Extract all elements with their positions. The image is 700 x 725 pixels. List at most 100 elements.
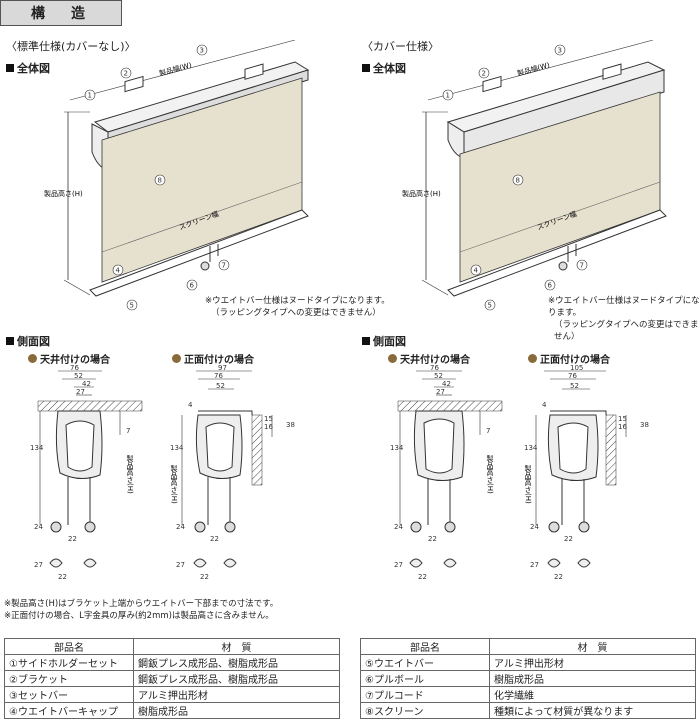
table-header-row: 部品名 材 質 <box>360 638 696 655</box>
bullet-dot-icon <box>388 354 397 363</box>
side-height-label: 製品高さ(H) <box>486 454 494 494</box>
square-bullet-icon <box>362 64 370 72</box>
parts-table-left: 部品名 材 質 ①サイドホルダーセット鋼鈑プレス成形品、樹脂成形品 ②ブラケット… <box>4 638 340 719</box>
table-row: ③セットバーアルミ押出形材 <box>4 686 340 703</box>
marker-6 <box>186 279 198 291</box>
side-view-ceiling-cover: 76 52 42 27 134 7 24 22 27 22 製品高さ(H) <box>390 365 503 581</box>
marker-8-label: 8 <box>158 177 162 185</box>
table-row: ⑧スクリーン種類によって材質が異なります <box>360 702 696 719</box>
dim-label: 4 <box>542 401 547 409</box>
dim-label: 15 <box>264 415 273 423</box>
bullet-dot-icon <box>172 354 181 363</box>
dim-label: 16 <box>618 423 627 431</box>
width-label: 製品幅(W) <box>158 60 193 78</box>
overall-heading-right: 全体図 <box>362 60 406 76</box>
side-view-wall-cover: 105 76 52 4 15 16 38 134 24 22 27 22 製品高… <box>524 365 649 581</box>
dim-label: 22 <box>68 535 77 543</box>
marker-6 <box>544 279 556 291</box>
dim-label: 24 <box>176 523 185 531</box>
side-heading-right: 側面図 <box>362 333 406 349</box>
dim-label: 97 <box>218 365 227 372</box>
marker-2-label: 2 <box>482 70 486 78</box>
marker-1 <box>84 89 96 101</box>
dim-label: 76 <box>70 365 79 372</box>
marker-7 <box>218 259 230 271</box>
dim-label: 27 <box>394 561 403 569</box>
footnote-1: ※製品高さ(H)はブラケット上端からウエイトバー下部までの寸法です。 <box>4 599 279 609</box>
dim-label: 42 <box>82 380 91 388</box>
dim-label: 24 <box>394 523 403 531</box>
dim-label: 27 <box>76 388 85 396</box>
dim-label: 52 <box>216 382 225 390</box>
dim-label: 134 <box>30 444 44 452</box>
height-label: 製品高さ(H) <box>44 189 83 198</box>
overall-diagram-cover: 1 2 3 8 4 5 6 7 製品幅(W) 製品高さ(H) スクリーン幅 <box>402 40 667 311</box>
dim-label: 22 <box>418 573 427 581</box>
marker-4 <box>112 264 124 276</box>
variant-title-standard: 〈標準仕様(カバーなし)〉 <box>6 40 136 53</box>
table-row: ④ウエイトバーキャップ樹脂成形品 <box>4 702 340 719</box>
table-row: ①サイドホルダーセット鋼鈑プレス成形品、樹脂成形品 <box>4 654 340 671</box>
marker-2 <box>478 67 490 79</box>
marker-4 <box>470 264 482 276</box>
dim-label: 22 <box>428 535 437 543</box>
variant-title-cover: 〈カバー仕様〉 <box>362 40 439 53</box>
marker-4-label: 4 <box>116 267 121 275</box>
marker-2 <box>120 67 132 79</box>
marker-3-label: 3 <box>200 47 204 55</box>
marker-3 <box>554 44 566 56</box>
dim-label: 22 <box>58 573 67 581</box>
marker-7-label: 7 <box>222 262 226 270</box>
marker-5 <box>484 299 496 311</box>
side-view-wall-standard: 97 76 52 4 15 16 38 134 24 22 27 22 製品高さ… <box>170 365 295 581</box>
table-row: ⑥プルボール樹脂成形品 <box>360 670 696 687</box>
dim-label: 22 <box>210 535 219 543</box>
overall-heading-left: 全体図 <box>6 60 50 76</box>
dim-label: 24 <box>530 523 539 531</box>
dim-label: 22 <box>564 535 573 543</box>
ceiling-subheading-left: 天井付けの場合 <box>28 351 110 366</box>
marker-6-label: 6 <box>190 282 195 290</box>
ceiling-subheading-right: 天井付けの場合 <box>388 351 470 366</box>
dim-label: 22 <box>200 573 209 581</box>
dim-label: 7 <box>126 427 130 435</box>
dim-label: 16 <box>264 423 273 431</box>
weightbar-note-left: ※ウエイトバー仕様はヌードタイプになります。 （ラッピングタイプへの変更はできま… <box>205 296 390 318</box>
marker-8 <box>154 174 166 186</box>
marker-1-label: 1 <box>446 92 450 100</box>
dim-label: 105 <box>570 365 583 372</box>
marker-6-label: 6 <box>548 282 553 290</box>
side-height-label: 製品高さ(H) <box>524 464 532 504</box>
square-bullet-icon <box>362 337 370 345</box>
width-label: 製品幅(W) <box>516 60 551 78</box>
side-heading-left: 側面図 <box>6 333 50 349</box>
dim-label: 27 <box>34 561 43 569</box>
square-bullet-icon <box>6 337 14 345</box>
bullet-dot-icon <box>528 354 537 363</box>
bullet-dot-icon <box>28 354 37 363</box>
side-height-label: 製品高さ(H) <box>170 464 178 504</box>
dim-label: 76 <box>568 372 577 380</box>
dim-label: 134 <box>390 444 404 452</box>
dim-label: 15 <box>618 415 627 423</box>
dim-label: 52 <box>434 372 443 380</box>
marker-3 <box>196 44 208 56</box>
parts-table-right: 部品名 材 質 ⑤ウエイトバーアルミ押出形材 ⑥プルボール樹脂成形品 ⑦プルコー… <box>360 638 696 719</box>
wall-subheading-right: 正面付けの場合 <box>528 351 610 366</box>
marker-7 <box>576 259 588 271</box>
dim-label: 52 <box>74 372 83 380</box>
footnote-2: ※正面付けの場合、L字金具の厚み(約2mm)は製品高さに含みません。 <box>4 611 274 621</box>
dim-label: 7 <box>486 427 490 435</box>
height-label: 製品高さ(H) <box>402 189 441 198</box>
dim-label: 76 <box>430 365 439 372</box>
marker-5-label: 5 <box>130 302 134 310</box>
marker-1 <box>442 89 454 101</box>
table-row: ⑦プルコード化学繊維 <box>360 686 696 703</box>
dim-label: 42 <box>442 380 451 388</box>
dim-label: 27 <box>436 388 445 396</box>
wall-subheading-left: 正面付けの場合 <box>172 351 254 366</box>
dim-label: 38 <box>286 421 295 429</box>
side-height-label: 製品高さ(H) <box>126 454 134 494</box>
dim-label: 52 <box>570 382 579 390</box>
marker-8-label: 8 <box>516 177 520 185</box>
